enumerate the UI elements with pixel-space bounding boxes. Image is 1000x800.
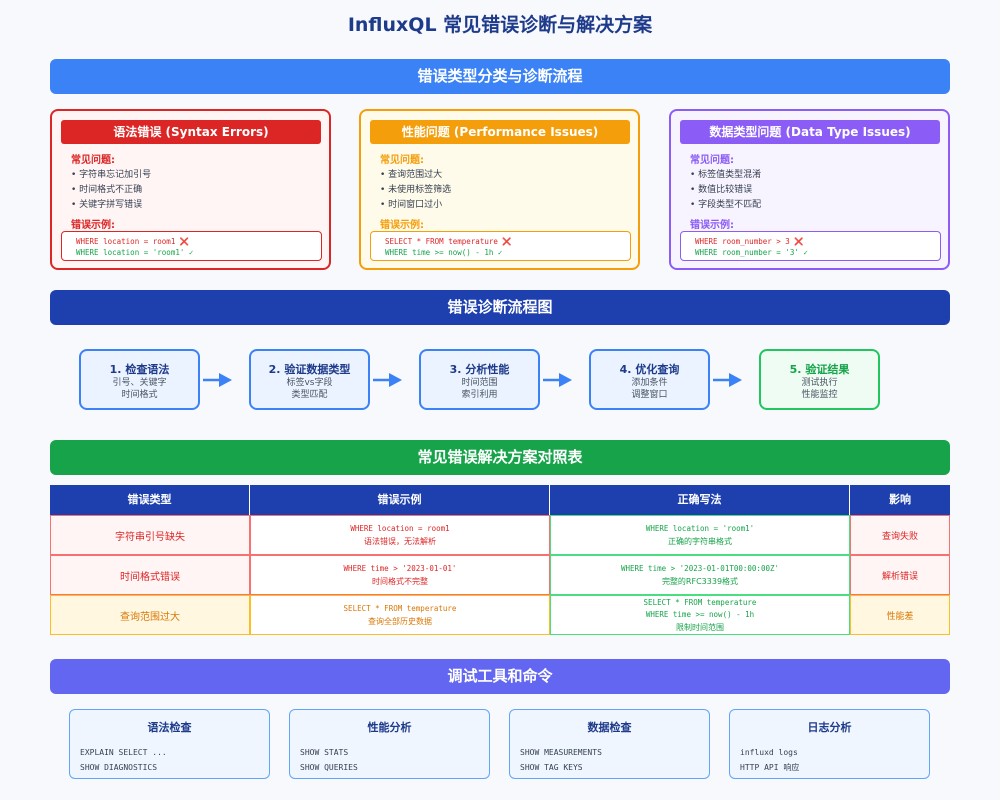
arrow-right-icon [713, 373, 742, 387]
step-detail: 时间格式 [121, 390, 158, 400]
table-cell-good: WHERE location = 'room1'正确的字符串格式 [550, 515, 850, 555]
step-detail: 时间范围 [461, 378, 498, 388]
section-banner-solutions: 常见错误解决方案对照表 [50, 440, 950, 475]
list-item: • 查询范围过大 [380, 170, 443, 180]
arrow-right-icon [203, 373, 232, 387]
flow-step-optimize-query: 4. 优化查询 添加条件 调整窗口 [589, 349, 710, 410]
list-item: • 字段类型不匹配 [690, 200, 762, 210]
step-detail: 索引利用 [461, 390, 498, 400]
command-line: SHOW DIAGNOSTICS [80, 763, 158, 772]
command-line: SHOW MEASUREMENTS [520, 748, 602, 757]
table-header: 正确写法 [550, 485, 850, 515]
step-detail: 添加条件 [631, 378, 668, 388]
flow-step-check-syntax: 1. 检查语法 引号、关键字 时间格式 [79, 349, 200, 410]
section-banner-tools: 调试工具和命令 [50, 659, 950, 694]
good-code: WHERE location = 'room1' ✓ [76, 248, 194, 257]
list-item: • 未使用标签筛选 [380, 185, 452, 195]
flow-step-verify-result: 5. 验证结果 测试执行 性能监控 [759, 349, 880, 410]
step-detail: 引号、关键字 [112, 378, 167, 388]
step-title: 4. 优化查询 [619, 363, 680, 376]
good-code: WHERE time >= now() - 1h ✓ [385, 248, 503, 257]
tool-commands: influxd logs HTTP API 响应 [740, 745, 929, 775]
tool-commands: SHOW MEASUREMENTS SHOW TAG KEYS [520, 745, 709, 775]
command-line: SHOW TAG KEYS [520, 763, 583, 772]
tool-title: 语法检查 [147, 721, 192, 734]
page-title: InfluxQL 常见错误诊断与解决方案 [347, 14, 653, 36]
performance-issue-card: 性能问题 (Performance Issues) 常见问题: • 查询范围过大… [359, 109, 640, 270]
data-type-issue-card: 数据类型问题 (Data Type Issues) 常见问题: • 标签值类型混… [669, 109, 950, 270]
table-cell-type: 时间格式错误 [50, 555, 250, 595]
table-header: 影响 [850, 485, 950, 515]
flow-step-validate-types: 2. 验证数据类型 标签vs字段 类型匹配 [249, 349, 370, 410]
list-item: • 数值比较错误 [690, 185, 753, 195]
examples-label: 错误示例: [690, 220, 734, 231]
bad-code: WHERE room_number > 3 ❌ [695, 237, 804, 246]
tool-title: 数据检查 [587, 721, 632, 734]
table-cell-bad: WHERE time > '2023-01-01'时间格式不完整 [250, 555, 550, 595]
code-example: WHERE room_number > 3 ❌ WHERE room_numbe… [680, 231, 941, 261]
step-title: 2. 验证数据类型 [268, 363, 351, 376]
tool-card-performance-analysis: 性能分析 SHOW STATS SHOW QUERIES [289, 709, 490, 779]
arrow-right-icon [373, 373, 402, 387]
command-line: SHOW STATS [300, 748, 349, 757]
problems-label: 常见问题: [380, 155, 424, 166]
table-cell-impact: 查询失败 [850, 515, 950, 555]
list-item: • 字符串忘记加引号 [71, 170, 152, 180]
step-title: 5. 验证结果 [789, 363, 850, 376]
bad-code: WHERE location = room1 ❌ [76, 237, 190, 246]
card-title: 性能问题 (Performance Issues) [370, 120, 630, 144]
command-line: SHOW QUERIES [300, 763, 358, 772]
tool-card-log-analysis: 日志分析 influxd logs HTTP API 响应 [729, 709, 930, 779]
card-title: 语法错误 (Syntax Errors) [61, 120, 321, 144]
table-cell-type: 字符串引号缺失 [50, 515, 250, 555]
problem-list: • 查询范围过大 • 未使用标签筛选 • 时间窗口过小 [380, 168, 451, 213]
arrow-right-icon [543, 373, 572, 387]
list-item: • 时间窗口过小 [380, 200, 443, 210]
problem-list: • 标签值类型混淆 • 数值比较错误 • 字段类型不匹配 [690, 168, 761, 213]
bad-code: SELECT * FROM temperature ❌ [385, 237, 512, 246]
good-code: WHERE room_number = '3' ✓ [695, 248, 808, 257]
problem-list: • 字符串忘记加引号 • 时间格式不正确 • 关键字拼写错误 [71, 168, 151, 213]
step-title: 3. 分析性能 [449, 363, 510, 376]
table-header: 错误示例 [250, 485, 550, 515]
step-detail: 标签vs字段 [286, 378, 333, 388]
tool-commands: SHOW STATS SHOW QUERIES [300, 745, 489, 775]
examples-label: 错误示例: [71, 220, 115, 231]
table-cell-impact: 性能差 [850, 595, 950, 635]
tool-commands: EXPLAIN SELECT ... SHOW DIAGNOSTICS [80, 745, 269, 775]
code-example: SELECT * FROM temperature ❌ WHERE time >… [370, 231, 631, 261]
tool-title: 日志分析 [807, 721, 852, 734]
table-header: 错误类型 [50, 485, 250, 515]
list-item: • 标签值类型混淆 [690, 170, 762, 180]
flow-step-analyze-performance: 3. 分析性能 时间范围 索引利用 [419, 349, 540, 410]
step-detail: 调整窗口 [631, 390, 668, 400]
command-line: HTTP API 响应 [740, 763, 800, 772]
section-banner-flow: 错误诊断流程图 [50, 290, 950, 325]
tool-card-syntax-check: 语法检查 EXPLAIN SELECT ... SHOW DIAGNOSTICS [69, 709, 270, 779]
table-cell-type: 查询范围过大 [50, 595, 250, 635]
list-item: • 时间格式不正确 [71, 185, 143, 195]
problems-label: 常见问题: [690, 155, 734, 166]
command-line: EXPLAIN SELECT ... [80, 748, 167, 757]
step-detail: 性能监控 [801, 390, 838, 400]
code-example: WHERE location = room1 ❌ WHERE location … [61, 231, 322, 261]
syntax-error-card: 语法错误 (Syntax Errors) 常见问题: • 字符串忘记加引号 • … [50, 109, 331, 270]
list-item: • 关键字拼写错误 [71, 200, 143, 210]
tool-card-data-check: 数据检查 SHOW MEASUREMENTS SHOW TAG KEYS [509, 709, 710, 779]
command-line: influxd logs [740, 748, 798, 757]
examples-label: 错误示例: [380, 220, 424, 231]
section-banner-categories: 错误类型分类与诊断流程 [50, 59, 950, 94]
step-title: 1. 检查语法 [109, 363, 170, 376]
step-detail: 类型匹配 [291, 390, 328, 400]
table-cell-good: WHERE time > '2023-01-01T00:00:00Z'完整的RF… [550, 555, 850, 595]
tool-title: 性能分析 [367, 721, 412, 734]
step-detail: 测试执行 [801, 378, 838, 388]
card-title: 数据类型问题 (Data Type Issues) [680, 120, 940, 144]
table-cell-impact: 解析错误 [850, 555, 950, 595]
problems-label: 常见问题: [71, 155, 115, 166]
